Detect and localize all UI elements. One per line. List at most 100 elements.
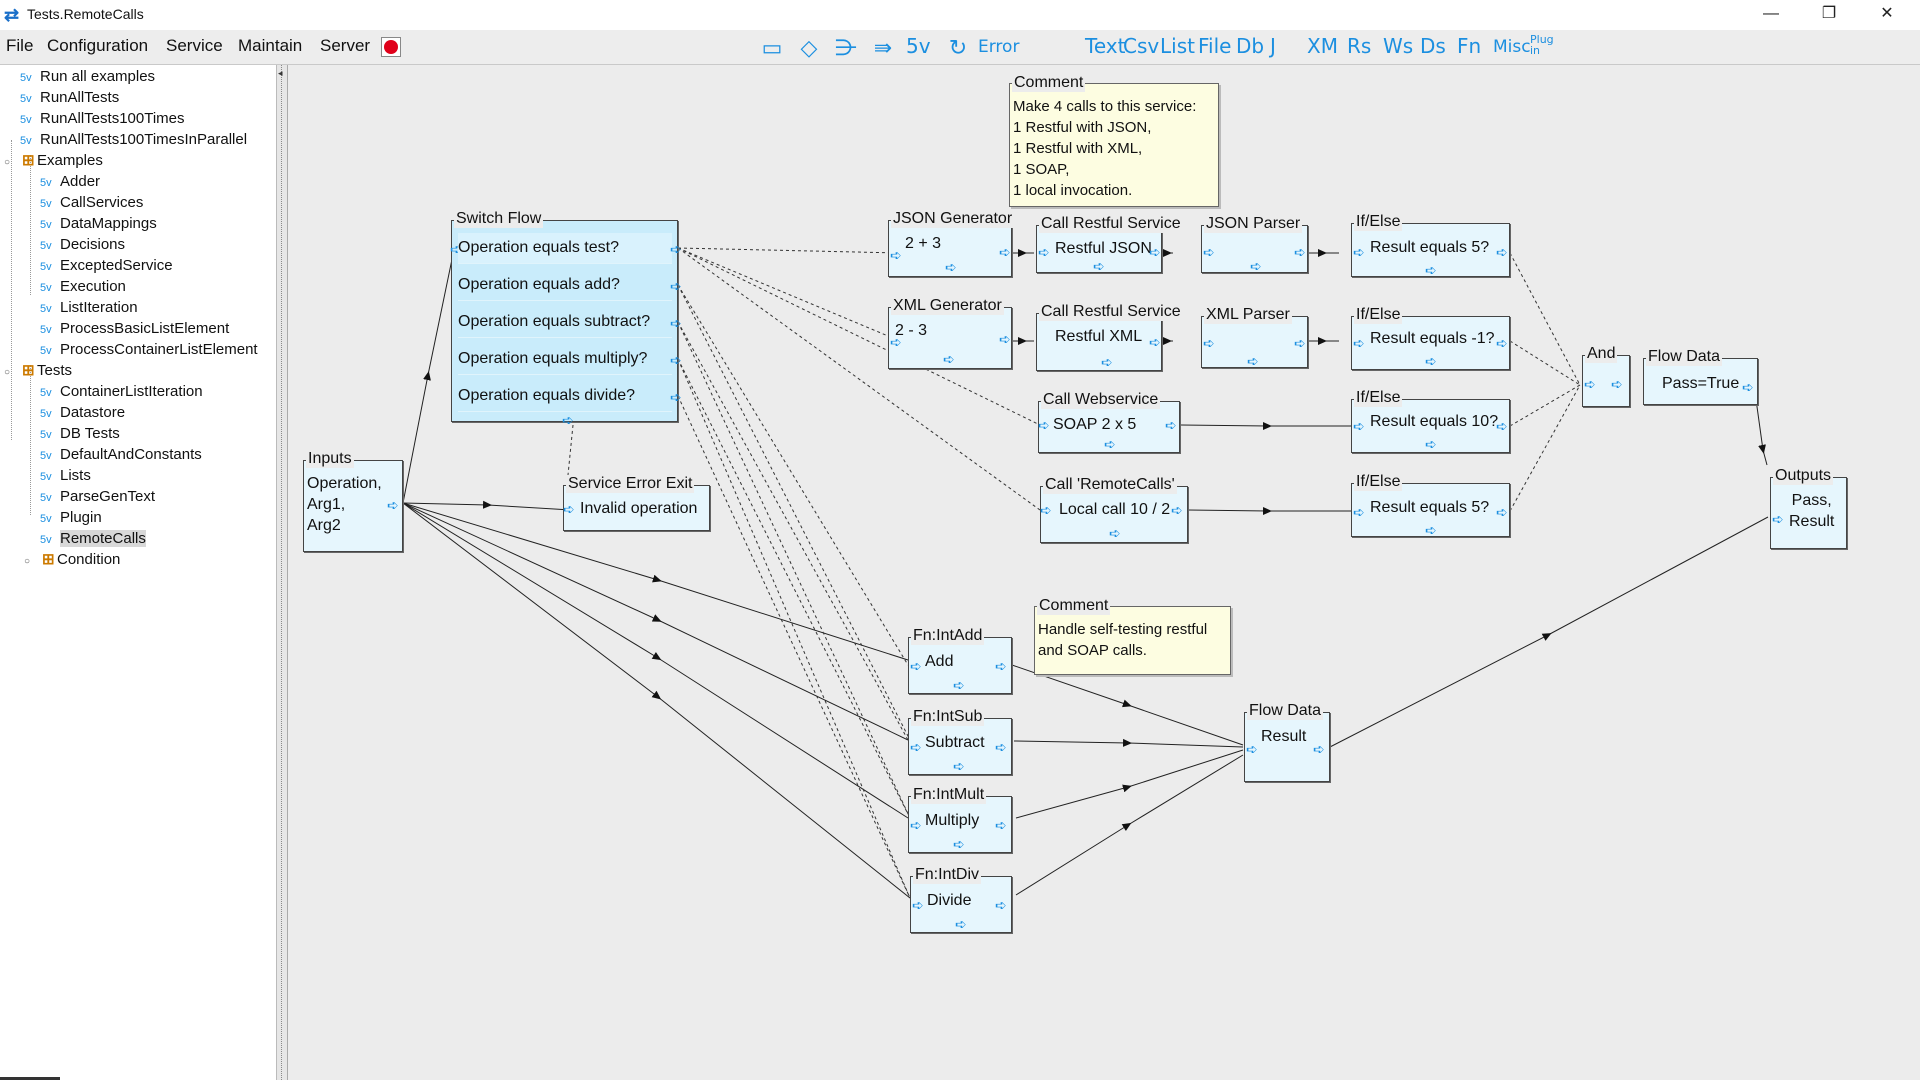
tree-folder-condition[interactable]: ○⊞Condition — [24, 550, 120, 570]
flow-data-result-node[interactable]: Flow Data ➪ Result ➪ — [1244, 702, 1330, 782]
minimize-button[interactable]: — — [1763, 5, 1779, 22]
switch-case-add[interactable]: Operation equals add? — [458, 270, 672, 301]
input-port-icon[interactable]: ➪ — [910, 817, 922, 833]
output-port-icon[interactable]: ➪ — [995, 739, 1007, 755]
output-port-icon[interactable]: ➪ — [670, 241, 682, 257]
call-remotecalls-node[interactable]: Call 'RemoteCalls' Local call 10 / 2 ➪ ➪… — [1040, 476, 1188, 543]
loop-icon[interactable]: ↻ — [948, 35, 968, 60]
exit-port-icon[interactable]: ➪ — [1247, 353, 1259, 369]
output-port-icon[interactable]: ➪ — [995, 817, 1007, 833]
plugin-tool[interactable]: Plug in — [1530, 33, 1554, 57]
ws-tool[interactable]: Ws — [1383, 34, 1414, 58]
input-port-icon[interactable]: ➪ — [890, 247, 902, 263]
rs-tool[interactable]: Rs — [1347, 34, 1372, 58]
outputs-node[interactable]: Outputs ➪ Pass, Result — [1770, 467, 1847, 549]
input-port-icon[interactable]: ➪ — [1584, 376, 1596, 392]
exit-port-icon[interactable]: ➪ — [1425, 262, 1437, 278]
expand-toggle-icon[interactable]: ○ — [24, 556, 31, 567]
output-port-icon[interactable]: ➪ — [1149, 334, 1161, 350]
expand-toggle-icon[interactable]: ○ — [4, 157, 11, 168]
exit-port-icon[interactable]: ➪ — [1104, 436, 1116, 452]
expand-toggle-icon[interactable]: ○ — [4, 367, 11, 378]
json-tool[interactable]: J — [1270, 34, 1276, 58]
flow-data-pass-node[interactable]: Flow Data Pass=True ➪ — [1643, 348, 1758, 405]
input-port-icon[interactable]: ➪ — [890, 334, 902, 350]
close-button[interactable]: ✕ — [1880, 5, 1894, 22]
input-port-icon[interactable]: ➪ — [1353, 418, 1365, 434]
input-port-icon[interactable]: ➪ — [1040, 502, 1052, 518]
if-else-node-4[interactable]: If/Else ➪ Result equals 5? ➪ ➪ — [1351, 473, 1510, 537]
output-port-icon[interactable]: ➪ — [999, 244, 1011, 260]
output-port-icon[interactable]: ➪ — [1496, 504, 1508, 520]
and-node[interactable]: And ➪ ➪ — [1582, 345, 1630, 407]
output-port-icon[interactable]: ➪ — [387, 497, 399, 513]
comment-remote-calls[interactable]: Comment Make 4 calls to this service: 1 … — [1009, 74, 1219, 207]
switch-case-subtract[interactable]: Operation equals subtract? — [458, 307, 672, 338]
exit-port-icon[interactable]: ➪ — [943, 351, 955, 367]
fn-intsub-node[interactable]: Fn:IntSub ➪ Subtract ➪ ➪ — [908, 708, 1012, 775]
if-else-node-1[interactable]: If/Else ➪ Result equals 5? ➪ ➪ — [1351, 213, 1510, 278]
exit-port-icon[interactable]: ➪ — [953, 836, 965, 852]
csv-tool[interactable]: Csv — [1123, 34, 1160, 58]
server-status-icon[interactable] — [381, 37, 401, 57]
decision-diamond-icon[interactable]: ◇ — [800, 35, 818, 60]
menu-configuration[interactable]: Configuration — [47, 36, 149, 55]
output-port-icon[interactable]: ➪ — [670, 315, 682, 331]
exit-port-icon[interactable]: ➪ — [1093, 258, 1105, 274]
comment-self-testing[interactable]: Comment Handle self-testing restful and … — [1034, 597, 1231, 675]
call-restful-xml-node[interactable]: Call Restful Service ➪ Restful XML ➪ — [1036, 303, 1183, 371]
output-port-icon[interactable]: ➪ — [670, 352, 682, 368]
input-port-icon[interactable]: ➪ — [1246, 741, 1258, 757]
output-port-icon[interactable]: ➪ — [1496, 244, 1508, 260]
input-port-icon[interactable]: ➪ — [1353, 335, 1365, 351]
menu-file[interactable]: File — [6, 36, 34, 55]
if-else-node-2[interactable]: If/Else ➪ Result equals -1? ➪ ➪ — [1351, 306, 1510, 370]
output-port-icon[interactable]: ➪ — [1496, 335, 1508, 351]
input-port-icon[interactable]: ➪ — [1353, 504, 1365, 520]
input-port-icon[interactable]: ➪ — [1038, 417, 1050, 433]
list-tool[interactable]: List — [1160, 34, 1195, 58]
call-webservice-node[interactable]: Call Webservice SOAP 2 x 5 ➪ ➪ ➪ — [1038, 391, 1180, 453]
output-port-icon[interactable]: ➪ — [1313, 741, 1325, 757]
switch-case-multiply[interactable]: Operation equals multiply? — [458, 344, 672, 375]
switch-icon[interactable]: ⋺ — [835, 35, 857, 60]
switch-case-test[interactable]: Operation equals test? — [458, 233, 672, 264]
menu-server[interactable]: Server — [320, 36, 371, 55]
output-port-icon[interactable]: ➪ — [1611, 376, 1623, 392]
error-tool[interactable]: Error — [978, 37, 1020, 57]
output-port-icon[interactable]: ➪ — [1149, 244, 1161, 260]
input-port-icon[interactable]: ➪ — [910, 658, 922, 674]
input-port-icon[interactable]: ➪ — [1203, 244, 1215, 260]
input-port-icon[interactable]: ➪ — [563, 501, 575, 517]
input-port-icon[interactable]: ➪ — [912, 897, 924, 913]
fn-intdiv-node[interactable]: Fn:IntDiv ➪ Divide ➪ ➪ — [910, 866, 1012, 933]
collapse-arrow-icon[interactable]: ◂ — [278, 68, 283, 78]
exit-port-icon[interactable]: ➪ — [1425, 436, 1437, 452]
input-port-icon[interactable]: ➪ — [1353, 244, 1365, 260]
flow-arrow-icon[interactable]: ⇛ — [873, 35, 893, 60]
db-tool[interactable]: Db — [1236, 34, 1265, 58]
text-tool[interactable]: Text — [1085, 34, 1126, 58]
inputs-node[interactable]: Inputs Operation, Arg1, Arg2 ➪ — [303, 450, 403, 552]
exit-port-icon[interactable]: ➪ — [1250, 258, 1262, 274]
exit-port-icon[interactable]: ➪ — [953, 677, 965, 693]
input-port-icon[interactable]: ➪ — [450, 241, 462, 257]
exit-port-icon[interactable]: ➪ — [562, 412, 574, 428]
json-generator-node[interactable]: JSON Generator ➪ 2 + 3 ➪ ➪ — [888, 210, 1015, 277]
fn-tool[interactable]: Fn — [1457, 34, 1482, 58]
